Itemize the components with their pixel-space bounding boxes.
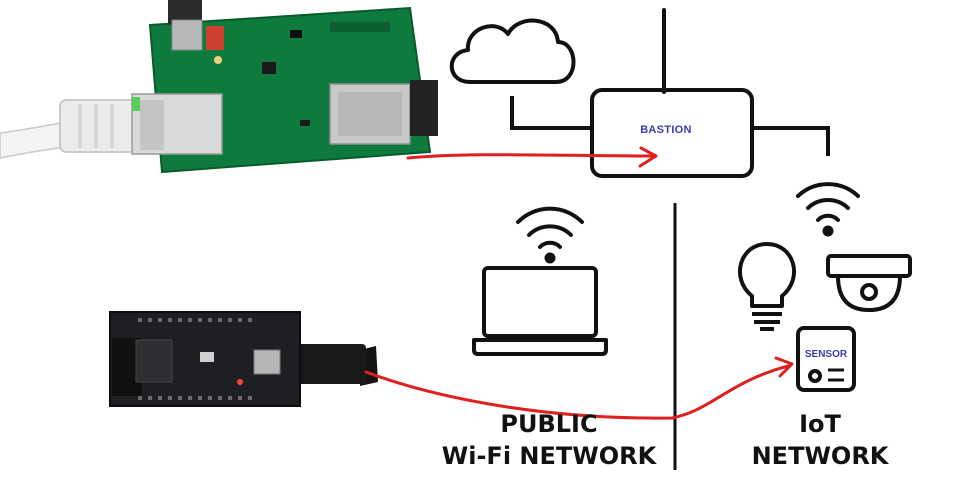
wifi-icon [516,206,584,264]
sensor-label: SENSOR [804,349,848,360]
iot-network-line2: NETWORK [751,442,889,470]
sensor-icon [796,326,856,392]
ethernet-cable [0,99,151,159]
iot-network-line1: IoT [799,410,841,438]
security-camera-icon [826,254,912,312]
public-network-line1: PUBLIC [500,410,598,438]
public-network-title: PUBLIC Wi-Fi NETWORK [436,408,662,472]
green-pcb-board [131,0,438,174]
public-network-line2: Wi-Fi NETWORK [441,442,657,470]
lightbulb-icon [738,242,796,331]
bastion-label: BASTION [640,124,692,136]
laptop-icon [472,266,608,356]
wifi-icon [796,182,860,237]
esp-dev-board [109,311,378,407]
arrow-esp-to-sensor [364,356,794,420]
iot-network-title: IoT NETWORK [740,408,900,472]
router-icon [510,8,830,178]
cloud-icon [449,18,576,84]
arrow-pcb-to-bastion [406,146,658,168]
